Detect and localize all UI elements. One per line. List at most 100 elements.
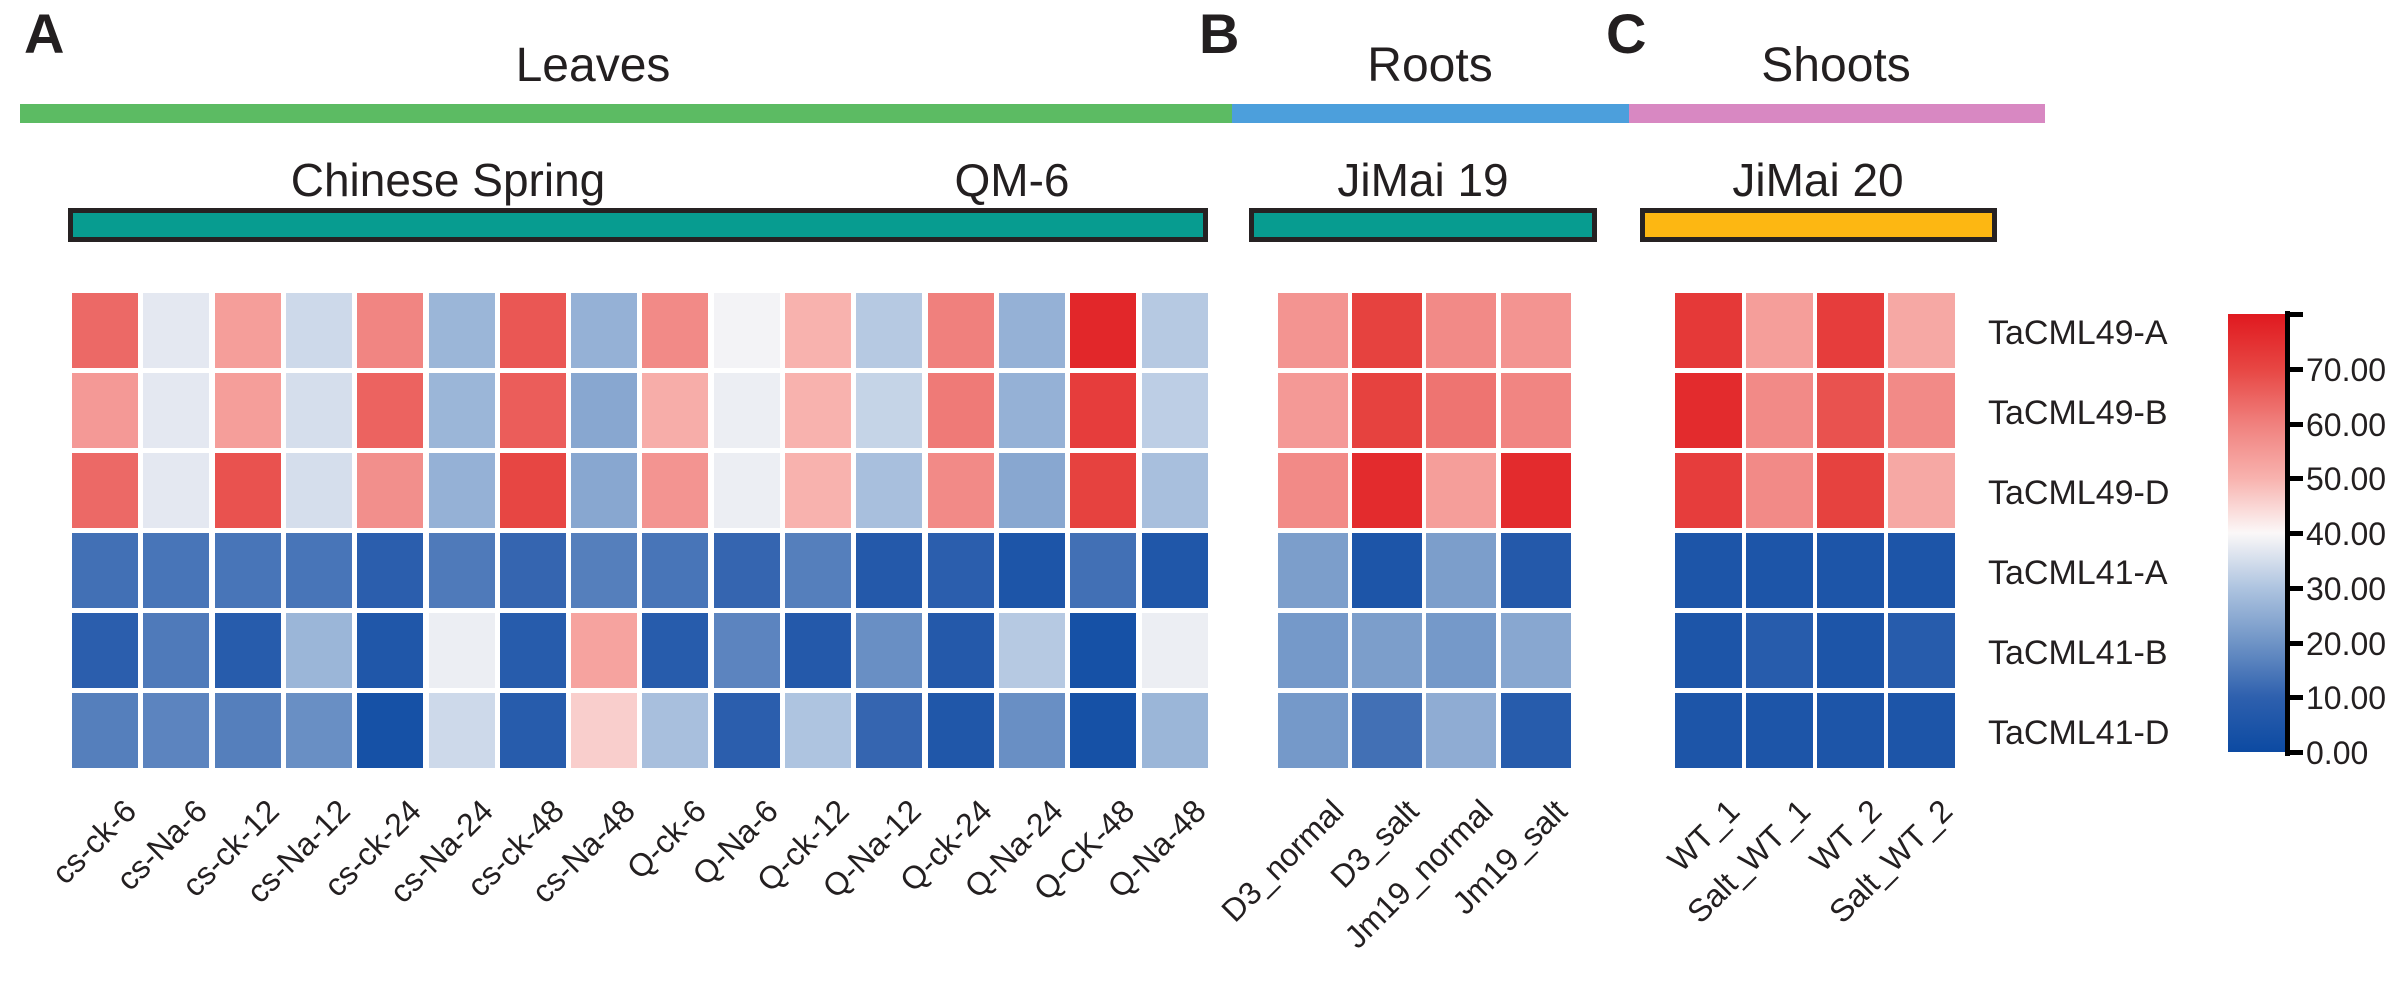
- heatmap-cell: [571, 453, 638, 528]
- colorbar-tick: [2290, 750, 2303, 755]
- heatmap-cell: [1426, 693, 1497, 768]
- colorbar-tick: [2290, 695, 2303, 701]
- heatmap-cell: [1352, 693, 1423, 768]
- heatmap-cell: [1070, 293, 1137, 368]
- heatmap-cell: [1141, 453, 1208, 528]
- heatmap-cell: [713, 613, 780, 688]
- heatmap-cell: [927, 693, 994, 768]
- heatmap-cell: [214, 373, 281, 448]
- heatmap-cell: [1888, 453, 1955, 528]
- panel-a-letter: A: [24, 2, 65, 65]
- colorbar-tick: [2290, 476, 2303, 482]
- heatmap-cell: [713, 693, 780, 768]
- heatmap-cell: [1070, 693, 1137, 768]
- heatmap-cell: [1352, 293, 1423, 368]
- heatmap-cell: [1070, 533, 1137, 608]
- colorbar-tick-label: 20.00: [2306, 625, 2387, 662]
- heatmap-cell: [998, 293, 1065, 368]
- heatmap-cell: [1278, 293, 1348, 368]
- group-label-qm6: QM-6: [954, 154, 1070, 206]
- heatmap-cell: [1141, 533, 1208, 608]
- heatmap-cell: [713, 453, 780, 528]
- group-label-jimai19: JiMai 19: [1337, 154, 1509, 206]
- heatmap-cell: [285, 693, 352, 768]
- heatmap-cell: [428, 533, 495, 608]
- heatmap-cell: [713, 373, 780, 448]
- heatmap-cell: [1817, 613, 1884, 688]
- heatmap-cell: [72, 613, 138, 688]
- heatmap-cell: [499, 453, 566, 528]
- heatmap-cell: [214, 453, 281, 528]
- heatmap-cell: [1426, 373, 1497, 448]
- chinese-spring-qm6-group-bar: [68, 208, 1208, 242]
- heatmap-cell: [785, 533, 851, 608]
- heatmap-cell: [998, 533, 1065, 608]
- heatmap-cell: [428, 453, 495, 528]
- heatmap-cell: [285, 533, 352, 608]
- heatmap-cell: [72, 453, 138, 528]
- heatmap-cell: [72, 293, 138, 368]
- heatmap-cell: [1500, 533, 1571, 608]
- heatmap-cell: [927, 373, 994, 448]
- colorbar-tick-label: 40.00: [2306, 516, 2387, 552]
- heatmap-cell: [357, 693, 424, 768]
- shoots-title: Shoots: [1761, 39, 1911, 92]
- heatmap-cell: [1500, 613, 1571, 688]
- heatmap-cell: [1746, 693, 1813, 768]
- heatmap-cell: [1278, 693, 1348, 768]
- heatmap-cell: [214, 533, 281, 608]
- heatmap-cell: [998, 613, 1065, 688]
- colorbar-tick: [2290, 585, 2303, 591]
- heatmap-cell: [499, 693, 566, 768]
- row-label: TaCML41-B: [1988, 633, 2168, 672]
- heatmap-cell: [1888, 533, 1955, 608]
- shoots-strip: [1629, 104, 2045, 123]
- heatmap-cell: [1675, 533, 1742, 608]
- heatmap-cell: [1070, 453, 1137, 528]
- heatmap-cell: [1675, 613, 1742, 688]
- heatmap-cell: [1675, 453, 1742, 528]
- heatmap-cell: [1500, 693, 1571, 768]
- heatmap-cell: [1500, 373, 1571, 448]
- colorbar-tick-label: 50.00: [2306, 461, 2387, 498]
- column-label: D3_normal: [1214, 792, 1352, 929]
- heatmap-cell: [642, 453, 709, 528]
- heatmap-cell: [72, 533, 138, 608]
- heatmap-cell: [571, 613, 638, 688]
- heatmap-cell: [1070, 613, 1137, 688]
- group-label-chinese-spring: Chinese Spring: [290, 154, 606, 206]
- heatmap-cell: [856, 693, 923, 768]
- colorbar-tick-label: 10.00: [2306, 680, 2387, 717]
- heatmap-cell: [357, 613, 424, 688]
- heatmap-cell: [642, 693, 709, 768]
- heatmap-cell: [1817, 373, 1884, 448]
- heatmap-cell: [357, 533, 424, 608]
- row-label: TaCML41-A: [1988, 553, 2168, 592]
- heatmap-cell: [1500, 293, 1571, 368]
- row-label: TaCML49-B: [1988, 393, 2168, 432]
- heatmap-cell: [1070, 373, 1137, 448]
- heatmap-cell: [856, 533, 923, 608]
- heatmap-cell: [1888, 693, 1955, 768]
- colorbar-tick-label: 60.00: [2306, 406, 2387, 443]
- heatmap-cell: [571, 693, 638, 768]
- heatmap-cell: [1141, 373, 1208, 448]
- heatmap-cell: [1352, 613, 1423, 688]
- heatmap-cell: [143, 453, 210, 528]
- heatmap-cell: [1278, 533, 1348, 608]
- heatmap-cell: [143, 693, 210, 768]
- row-label: TaCML49-A: [1988, 313, 2168, 352]
- heatmap-cell: [1817, 693, 1884, 768]
- heatmap-cell: [285, 613, 352, 688]
- jimai20-group-bar: [1640, 208, 1997, 242]
- leaves-strip: [20, 104, 1232, 123]
- heatmap-cell: [1888, 293, 1955, 368]
- heatmap-cell: [856, 293, 923, 368]
- colorbar-top-tick: [2290, 312, 2303, 317]
- heatmap-cell: [428, 293, 495, 368]
- row-label: TaCML41-D: [1988, 713, 2170, 752]
- heatmap-cell: [1278, 373, 1348, 448]
- heatmap-cell: [642, 293, 709, 368]
- heatmap-cell: [357, 373, 424, 448]
- heatmap-cell: [571, 533, 638, 608]
